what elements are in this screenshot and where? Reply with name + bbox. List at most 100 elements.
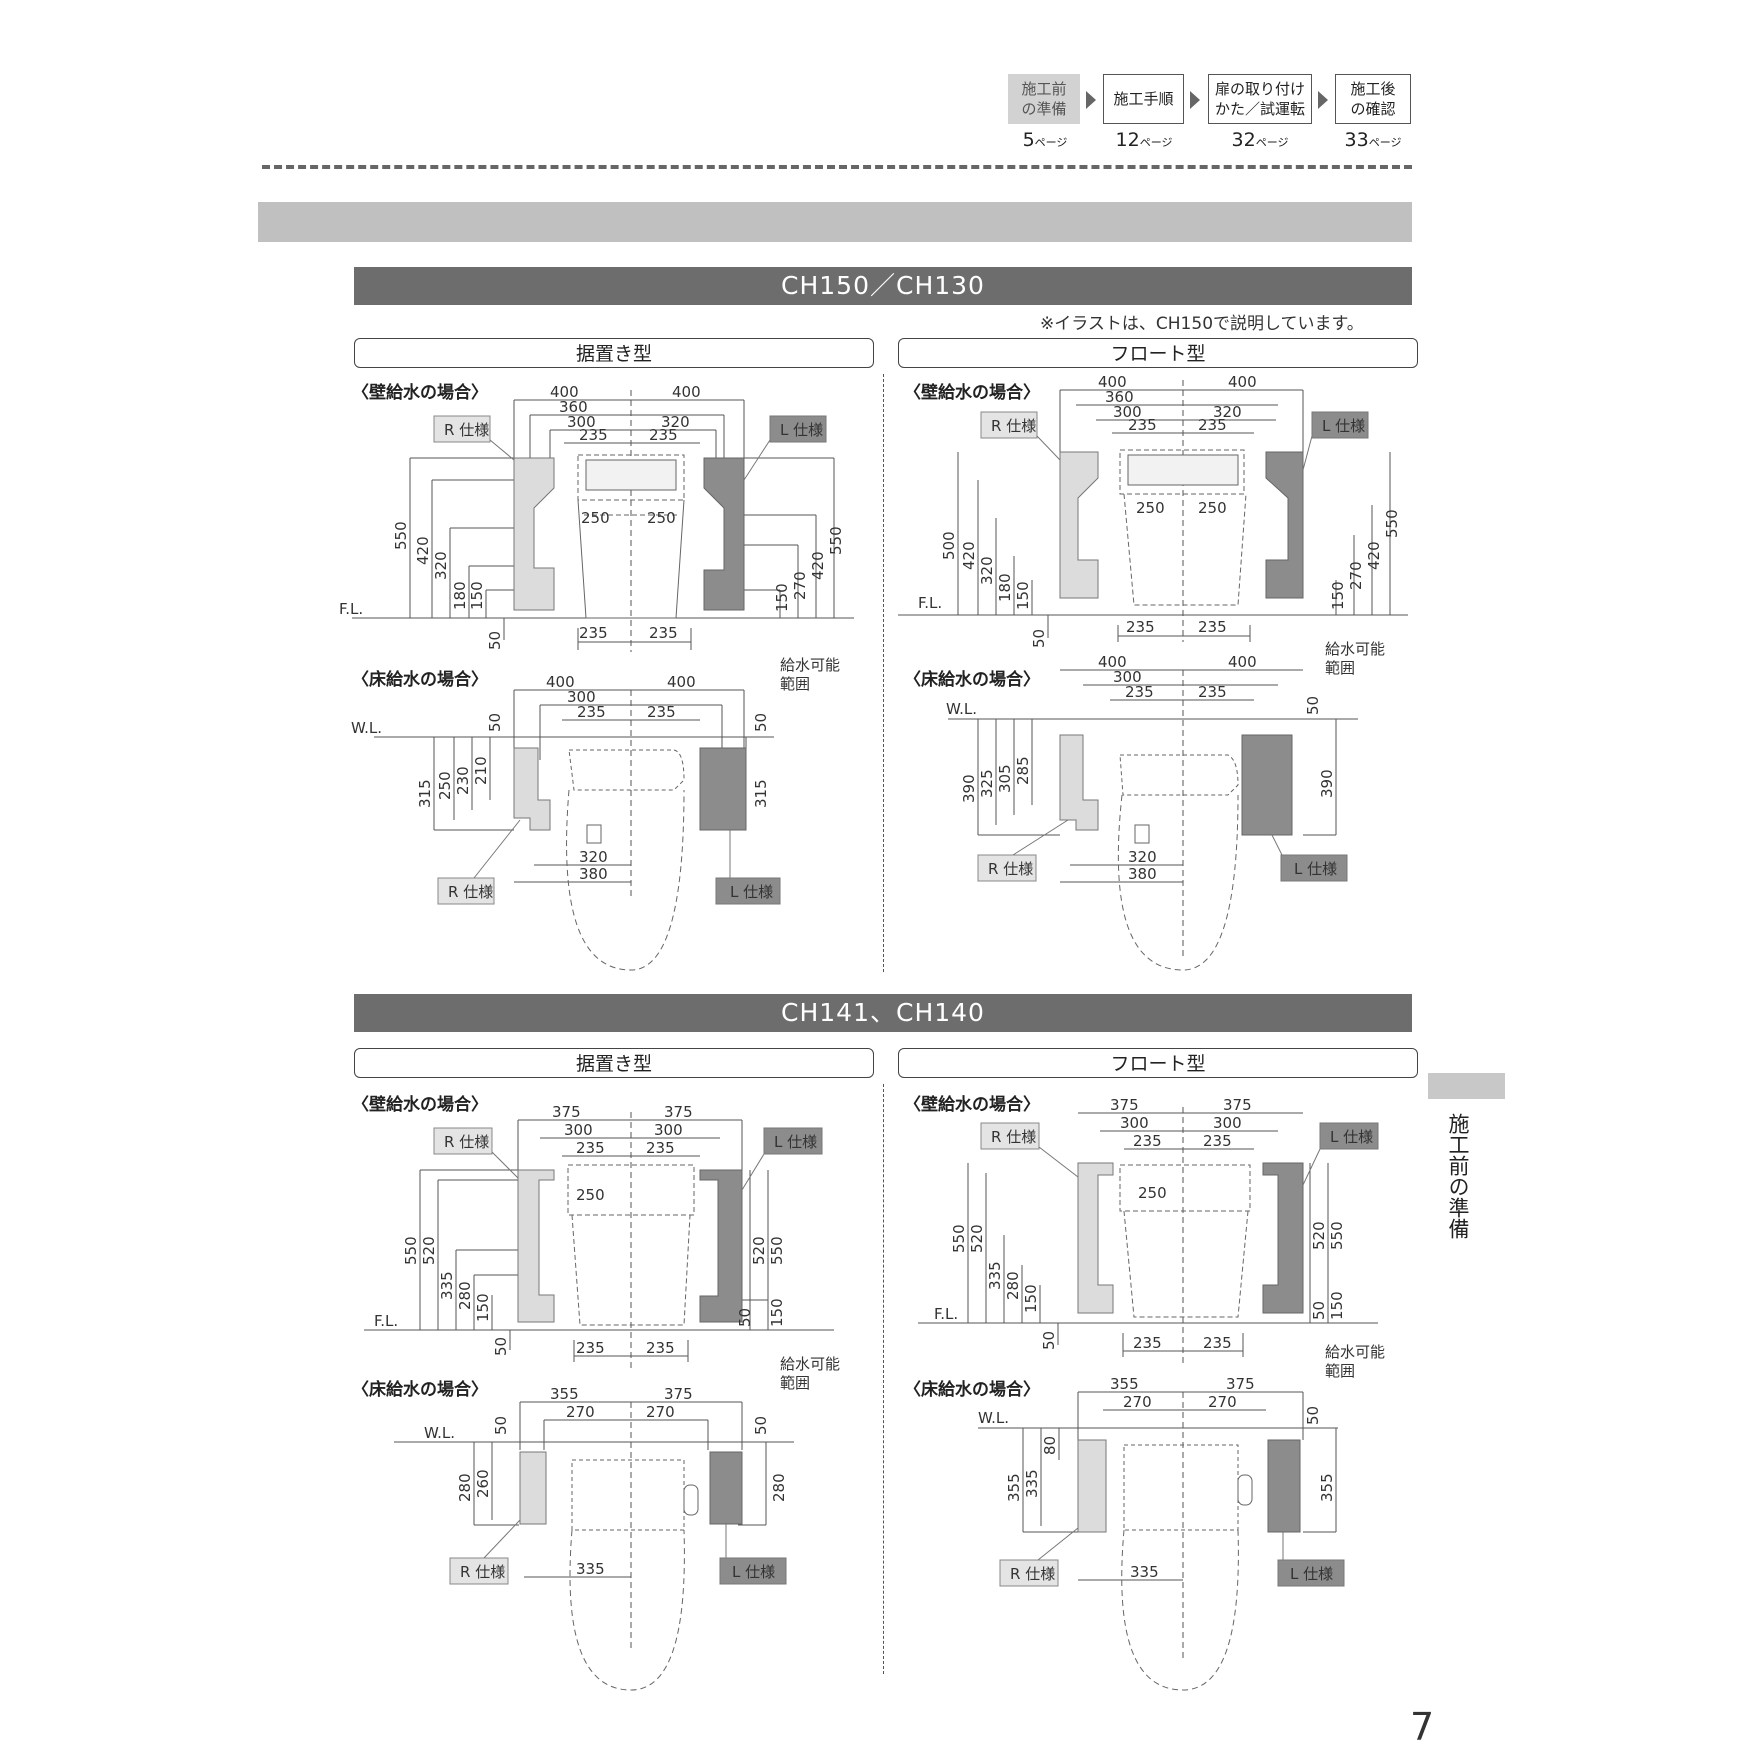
supply-range-label: 給水可能 範囲 (1325, 1343, 1386, 1380)
dim: 320 (978, 556, 996, 585)
l-spec-label: L 仕様 (732, 1563, 775, 1581)
dim: 235 (646, 1339, 675, 1357)
dim: 150 (1328, 1291, 1346, 1320)
dim: 235 (579, 624, 608, 642)
dim: 235 (1133, 1132, 1162, 1150)
fl-label: F.L. (339, 600, 363, 618)
step-page-3: 32ページ (1231, 129, 1289, 151)
step-preparation[interactable]: 施工前 の準備 (1008, 74, 1080, 124)
diagram-ch141-standing-floor: 355 375 270 270 W.L. 280 260 50 280 50 3… (394, 1385, 794, 1691)
dim: 360 (559, 398, 588, 416)
dim: 150 (474, 1293, 492, 1322)
dim: 550 (402, 1236, 420, 1265)
r-spec-tag (980, 1122, 1040, 1150)
step-arrow-icon (1190, 91, 1200, 109)
l-spec-tag (719, 1557, 787, 1585)
step-after-check[interactable]: 施工後 の確認 (1335, 74, 1411, 124)
dim: 375 (1110, 1096, 1139, 1114)
dim: 520 (420, 1236, 438, 1265)
dim: 400 (1098, 653, 1127, 671)
l-spec-label: L 仕様 (780, 421, 823, 439)
fl-label: F.L. (918, 594, 942, 612)
dim: 80 (1041, 1436, 1059, 1455)
dim: 150 (773, 583, 791, 612)
dim: 520 (968, 1224, 986, 1253)
case-floor-label: 〈床給水の場合〉 (904, 1380, 1040, 1400)
dim: 270 (646, 1403, 675, 1421)
r-spec-tag (977, 854, 1037, 882)
dim: 550 (1383, 509, 1401, 538)
dim: 520 (750, 1236, 768, 1265)
supply-range-label: 給水可能 範囲 (1325, 640, 1386, 677)
model-bar-ch141: CH141、CH140 (354, 994, 1412, 1032)
r-spec-label: R 仕様 (448, 883, 493, 901)
diagram-ch150-standing-floor: 400 400 300 235 235 W.L. 315 250 230 210… (351, 673, 781, 971)
dim: 150 (1014, 581, 1032, 610)
dim: 520 (1310, 1221, 1328, 1250)
model-bar-ch150: CH150／CH130 (354, 267, 1412, 305)
r-spec-label: R 仕様 (991, 417, 1036, 435)
case-wall-label: 〈壁給水の場合〉 (352, 1095, 488, 1115)
dim: 320 (579, 848, 608, 866)
dim: 235 (1125, 683, 1154, 701)
dim: 420 (960, 541, 978, 570)
dim: 375 (552, 1103, 581, 1121)
r-spec-tag (980, 411, 1038, 439)
dim: 300 (654, 1121, 683, 1139)
dim: 50 (486, 631, 504, 650)
case-wall-label: 〈壁給水の場合〉 (904, 383, 1040, 403)
dim: 500 (940, 531, 958, 560)
l-spec-label: L 仕様 (1330, 1128, 1373, 1146)
l-spec-tag (1277, 1559, 1345, 1587)
dim: 50 (1030, 629, 1048, 648)
dim: 250 (647, 509, 676, 527)
case-floor-label: 〈床給水の場合〉 (904, 670, 1040, 690)
dim: 250 (1136, 499, 1165, 517)
step-arrow-icon (1318, 91, 1328, 109)
dim: 300 (567, 688, 596, 706)
dim: 250 (576, 1186, 605, 1204)
dim: 235 (1203, 1334, 1232, 1352)
diagram-ch150-float-wall: 400 400 360 300 320 235 235 250 250 235 … (898, 373, 1408, 648)
dim: 235 (649, 624, 678, 642)
dim: 390 (960, 774, 978, 803)
dim: 400 (1228, 373, 1257, 391)
dim: 235 (1128, 416, 1157, 434)
dim: 300 (564, 1121, 593, 1139)
step-arrow-icon (1086, 91, 1096, 109)
dim: 300 (1113, 403, 1142, 421)
step-procedure[interactable]: 施工手順 (1103, 74, 1184, 124)
dim: 235 (1126, 618, 1155, 636)
r-spec-label: R 仕様 (444, 1133, 489, 1151)
r-spec-tag (433, 415, 491, 443)
dim: 280 (456, 1473, 474, 1502)
diagram-ch141-float-floor: 355 375 270 270 W.L. 355 335 80 355 50 3… (978, 1375, 1345, 1691)
dim: 250 (1138, 1184, 1167, 1202)
case-floor-label: 〈床給水の場合〉 (352, 1380, 488, 1400)
dim: 320 (1128, 848, 1157, 866)
dim: 550 (950, 1224, 968, 1253)
step-door-install[interactable]: 扉の取り付け かた／試運転 (1208, 74, 1312, 124)
dim: 235 (646, 1139, 675, 1157)
l-spec-tag (763, 1127, 823, 1155)
wl-label: W.L. (946, 700, 977, 718)
dim: 380 (1128, 865, 1157, 883)
r-spec-tag (999, 1559, 1059, 1587)
l-spec-label: L 仕様 (774, 1133, 817, 1151)
dim: 335 (1023, 1469, 1041, 1498)
dim: 50 (492, 1416, 510, 1435)
dim: 270 (1123, 1393, 1152, 1411)
dim: 235 (577, 703, 606, 721)
dim: 300 (567, 413, 596, 431)
dim: 360 (1105, 388, 1134, 406)
dim: 550 (392, 521, 410, 550)
dim: 335 (576, 1560, 605, 1578)
r-spec-label: R 仕様 (444, 421, 489, 439)
dim: 50 (1310, 1301, 1328, 1320)
dim: 285 (1014, 756, 1032, 785)
dim: 305 (996, 764, 1014, 793)
dim: 400 (1228, 653, 1257, 671)
l-spec-tag (1280, 854, 1348, 882)
type-float: フロート型 (898, 338, 1418, 368)
dim: 355 (550, 1385, 579, 1403)
